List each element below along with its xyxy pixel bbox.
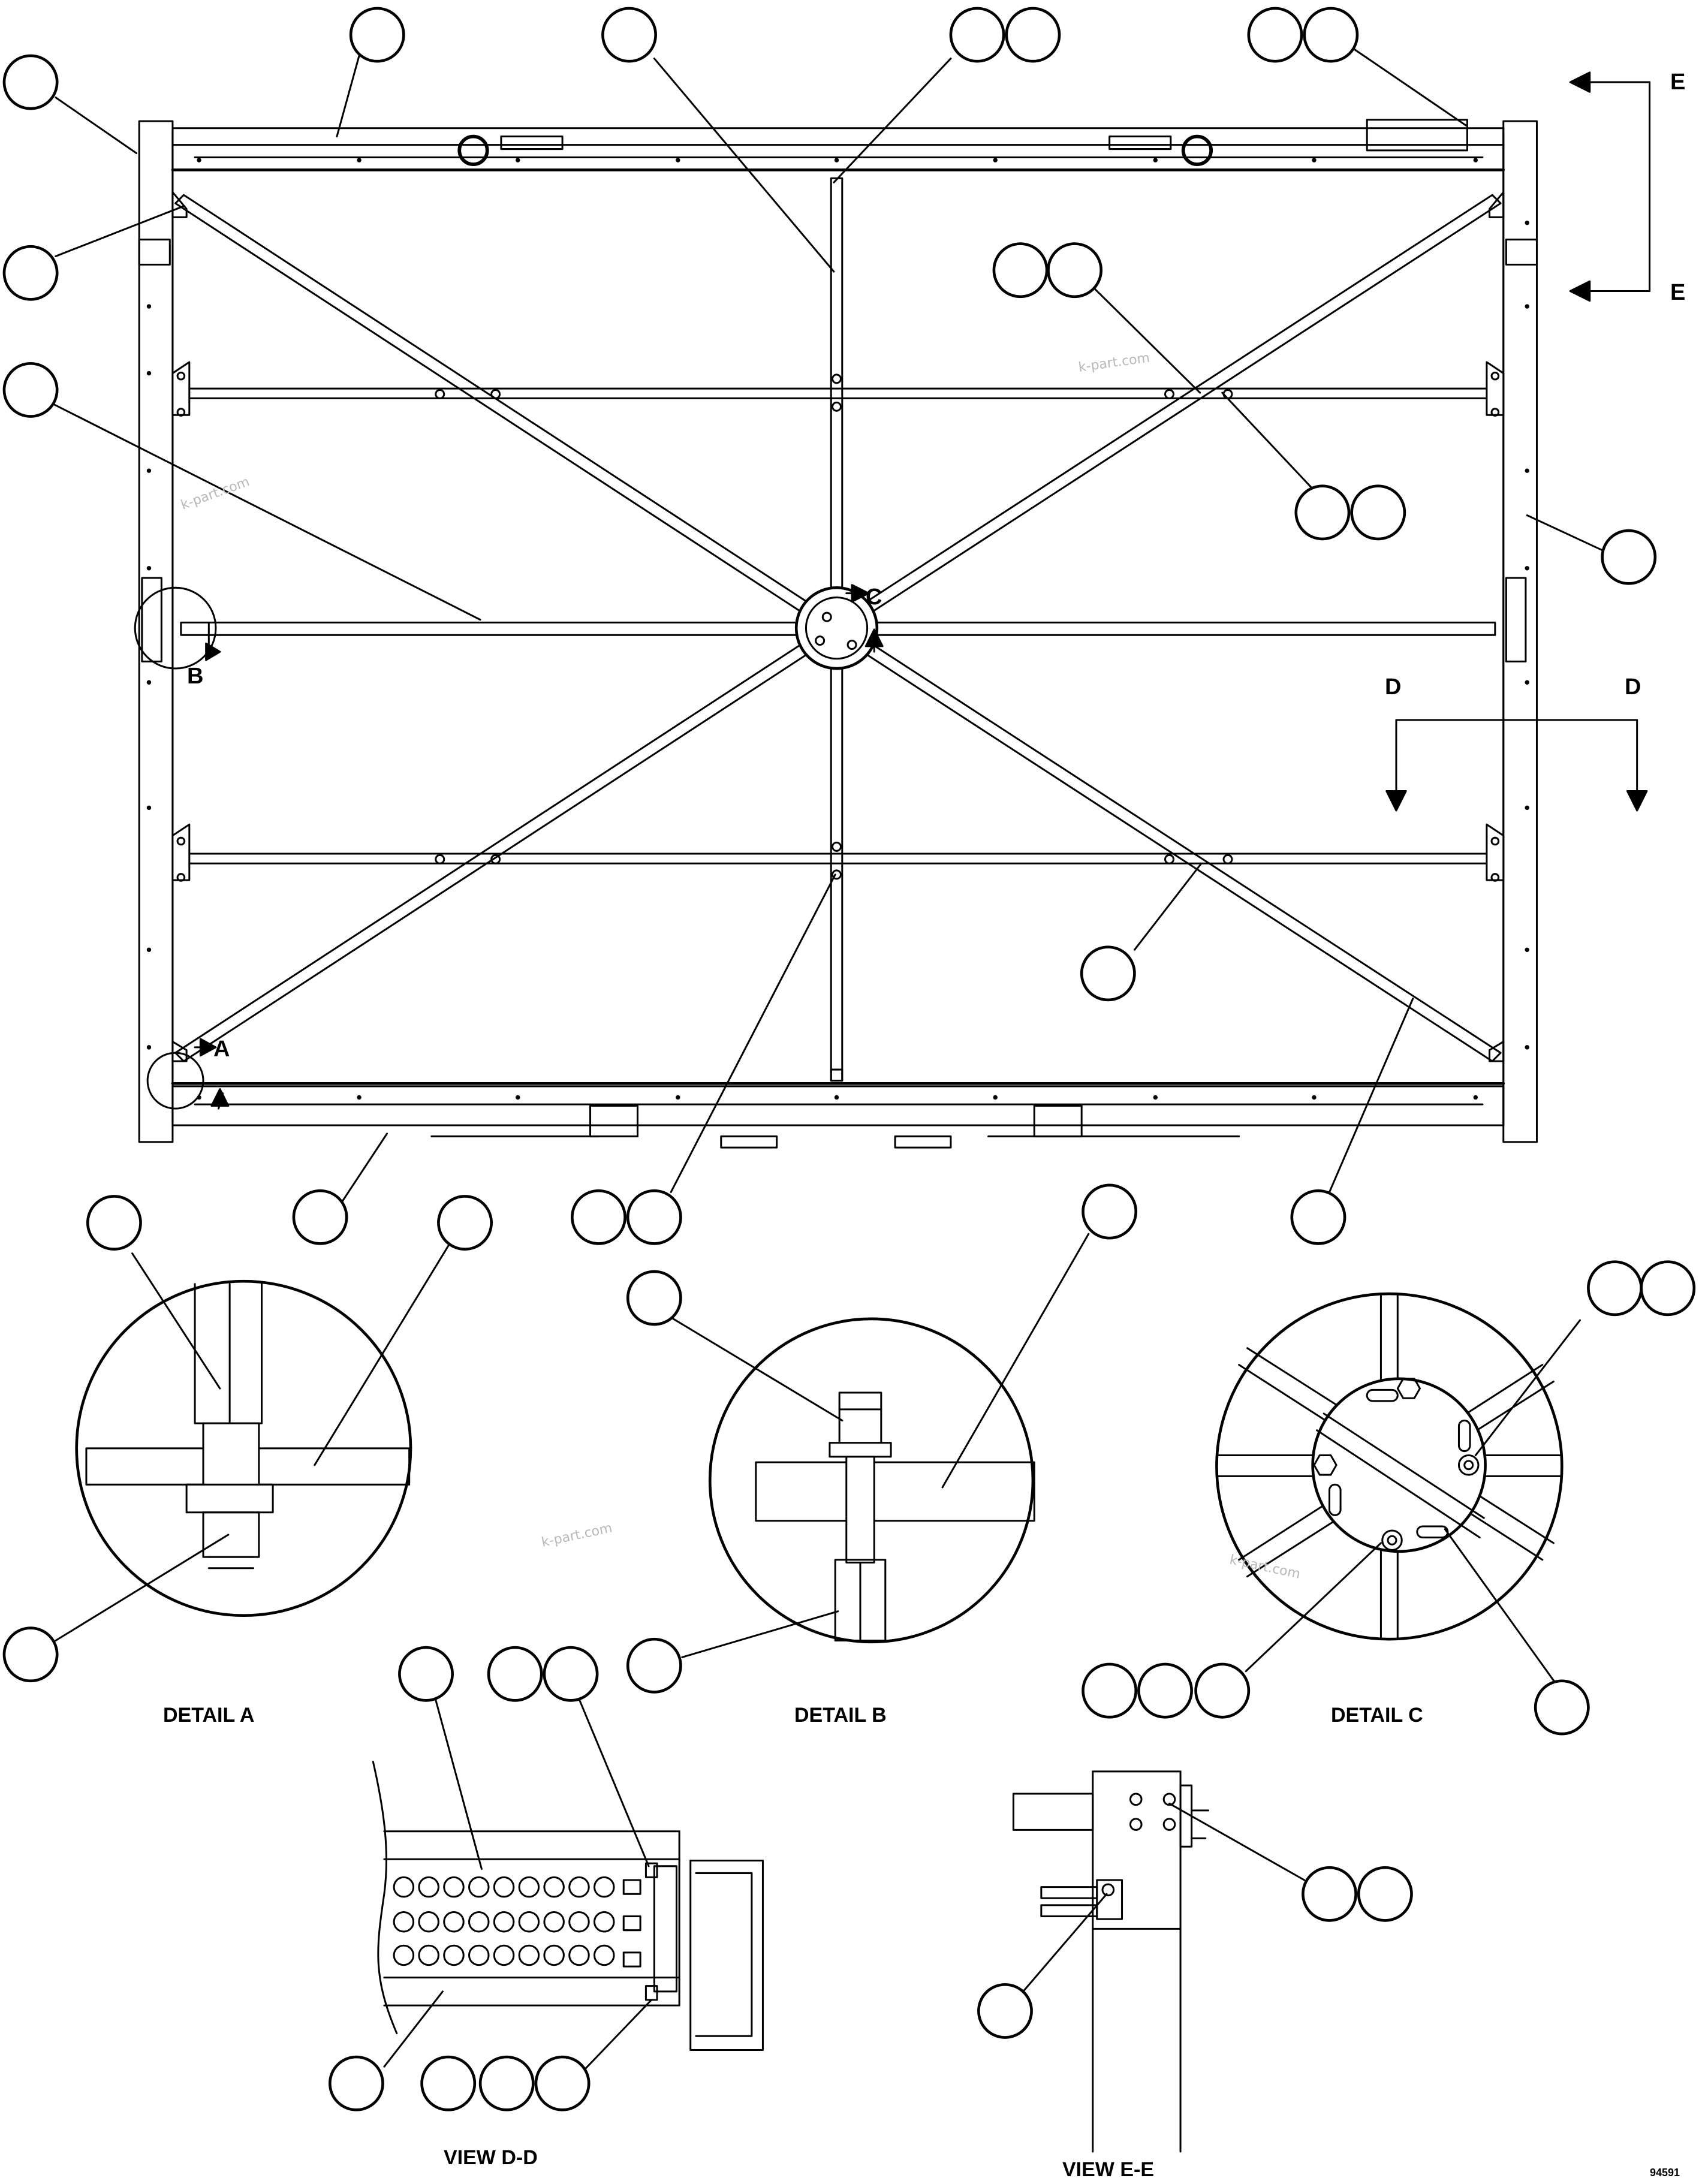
- caption-view-ee: VIEW E-E: [1062, 2158, 1154, 2181]
- brace-upper-left: [174, 194, 842, 634]
- detail-b: [670, 1233, 1090, 1658]
- section-marker-d-right: D: [1625, 674, 1641, 700]
- frame-members: [171, 177, 1505, 1082]
- caption-detail-c: DETAIL C: [1331, 1704, 1423, 1727]
- upper-crossmember: [180, 387, 1496, 399]
- figure-number: 94591: [1650, 2167, 1680, 2179]
- watermark: k-part.com: [179, 474, 252, 513]
- member-bolts: [176, 371, 1500, 1082]
- caption-view-dd: VIEW D-D: [444, 2146, 538, 2169]
- rail-holes: [146, 158, 1529, 1100]
- detail-a-callout-circle: [146, 1052, 204, 1110]
- view-ee: [1012, 1770, 1306, 2153]
- roller-left: [457, 134, 489, 167]
- roller-right: [1181, 134, 1213, 167]
- view-dd: [372, 1761, 764, 2051]
- top-rail: [171, 127, 1505, 171]
- leader-lines: [52, 41, 1606, 1204]
- view-dd-holes: [393, 1876, 641, 1968]
- detail-c: [1215, 1292, 1581, 1683]
- watermark: k-part.com: [1077, 351, 1150, 375]
- section-marker-d-left: D: [1385, 674, 1401, 700]
- left-post: [138, 120, 174, 1143]
- main-callout-balloons: [2, 7, 1657, 1251]
- caption-detail-a: DETAIL A: [163, 1704, 254, 1727]
- main-frame: [138, 119, 1538, 1149]
- detail-marker-b: B: [187, 664, 203, 689]
- detail-marker-a: A: [213, 1037, 230, 1062]
- detail-a: [55, 1242, 451, 1642]
- section-marker-e-top: E: [1670, 70, 1685, 95]
- right-post: [1502, 120, 1538, 1143]
- bottom-rail: [171, 1085, 1505, 1126]
- brace-lower-left: [174, 623, 842, 1062]
- section-arrows: [194, 71, 1651, 1110]
- brace-upper-right: [832, 194, 1502, 634]
- lower-crossmember: [180, 852, 1496, 864]
- detail-marker-c: C: [866, 585, 882, 610]
- data-plate: [1366, 119, 1468, 152]
- detail-b-callout-circle: [134, 586, 217, 670]
- watermark: k-part.com: [1228, 1552, 1302, 1581]
- caption-detail-b: DETAIL B: [794, 1704, 887, 1727]
- watermark: k-part.com: [540, 1521, 613, 1550]
- section-marker-e-bottom: E: [1670, 280, 1685, 305]
- view-dd-leaders: [383, 1694, 653, 2071]
